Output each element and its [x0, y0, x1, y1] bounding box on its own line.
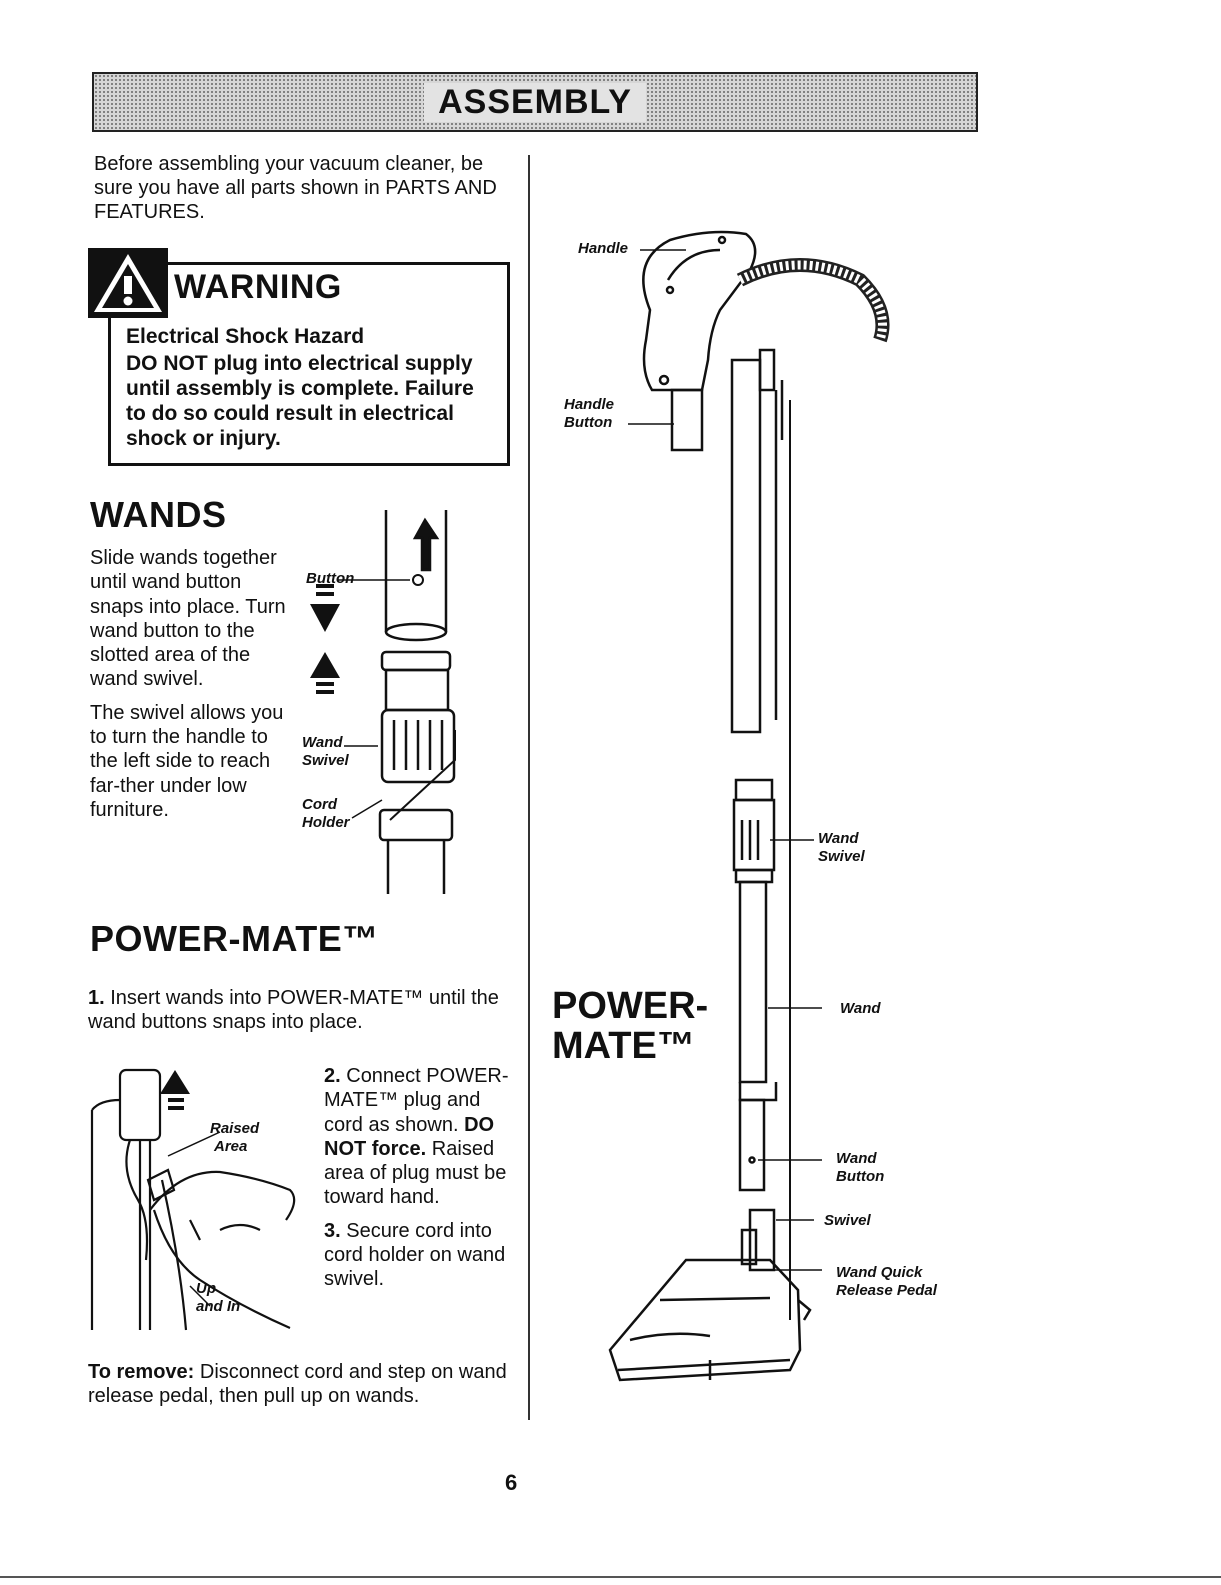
warning-body: Electrical Shock Hazard DO NOT plug into…: [126, 324, 498, 451]
wands-paragraph-2: The swivel allows you to turn the handle…: [90, 701, 284, 821]
callout-swivel: Swivel: [824, 1212, 871, 1229]
page-number: 6: [505, 1470, 518, 1495]
warning-message: DO NOT plug into electrical supply until…: [126, 352, 474, 450]
vacuum-assembly-diagram: [608, 230, 890, 1382]
wands-paragraph-1: Slide wands together until wand button s…: [90, 547, 286, 691]
callout-cord-holder: Cord Holder: [302, 796, 350, 831]
column-divider: [528, 155, 530, 1420]
section-title: ASSEMBLY: [424, 82, 646, 122]
callout-raised-area: Raised Area: [210, 1120, 260, 1155]
wands-heading: WANDS: [90, 494, 227, 535]
callout-up-and-in: Up and In: [196, 1280, 241, 1315]
warning-triangle-icon: [88, 248, 168, 318]
callout-handle: Handle: [578, 240, 629, 257]
callout-button: Button: [306, 570, 355, 587]
intro-paragraph: Before assembling your vacuum cleaner, b…: [94, 153, 497, 223]
powermate-diagram-label: POWER- MATE™: [552, 985, 709, 1067]
section-header-bar: ASSEMBLY: [92, 72, 978, 132]
callout-wand: Wand: [840, 1000, 881, 1017]
warning-box: [108, 262, 510, 466]
bottom-rule: [0, 1576, 1221, 1578]
plug-connection-illustration: [90, 1068, 296, 1331]
remove-instructions: To remove: Disconnect cord and step on w…: [88, 1361, 507, 1407]
powermate-step-1: 1. Insert wands into POWER-MATE™ until t…: [88, 987, 499, 1033]
wand-swivel-illustration: [310, 510, 456, 894]
warning-hazard: Electrical Shock Hazard: [126, 325, 365, 348]
callout-handle-button: Handle Button: [564, 396, 615, 431]
powermate-step-3: 3. Secure cord into cord holder on wand …: [324, 1219, 506, 1291]
powermate-heading: POWER-MATE™: [90, 918, 379, 959]
powermate-steps-2-3: 2. Connect POWER-MATE™ plug and cord as …: [324, 1064, 514, 1301]
warning-title: WARNING: [174, 268, 342, 306]
callout-wand-quick-release-pedal: Wand Quick Release Pedal: [836, 1264, 937, 1299]
wands-instructions: Slide wands together until wand button s…: [90, 546, 290, 831]
callout-wand-swivel: Wand Swivel: [302, 734, 349, 769]
callout-wand-swivel-right: Wand Swivel: [818, 830, 865, 865]
powermate-step-2: 2. Connect POWER-MATE™ plug and cord as …: [324, 1065, 509, 1209]
callout-wand-button: Wand Button: [836, 1150, 885, 1185]
